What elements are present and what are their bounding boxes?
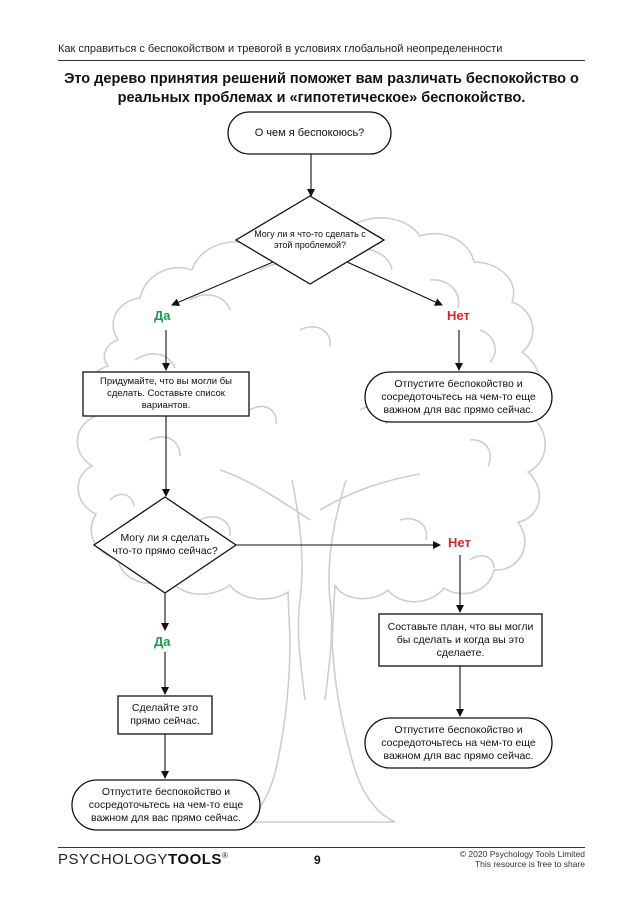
start-node-shape bbox=[227, 111, 392, 155]
do-now-box: Сделайте это прямо сейчас. bbox=[130, 702, 200, 727]
header-divider bbox=[58, 60, 585, 61]
title-line-1: Это дерево принятия решений поможет вам … bbox=[64, 71, 579, 87]
do-now-box-shape bbox=[117, 695, 213, 735]
idea-box-shape bbox=[82, 371, 250, 417]
yes-label-2: Да bbox=[154, 634, 171, 649]
letgo-3-shape bbox=[364, 717, 553, 769]
question-2: Могу ли я сделать что-то прямо сейчас? bbox=[112, 532, 218, 557]
plan-box: Составьте план, что вы могли бы сделать … bbox=[387, 620, 534, 659]
brand-logo-mark: ® bbox=[221, 851, 229, 860]
letgo-2-shape bbox=[71, 779, 261, 831]
letgo-2: Отпустите беспокойство и сосредоточьтесь… bbox=[88, 785, 244, 824]
no-label-2: Нет bbox=[448, 535, 471, 550]
letgo-3: Отпустите беспокойство и сосредоточьтесь… bbox=[381, 723, 536, 762]
start-node: О чем я беспокоюсь? bbox=[254, 126, 365, 139]
yes-label-1: Да bbox=[154, 308, 171, 323]
footer-divider bbox=[58, 847, 585, 848]
brand-logo-left: PSYCHOLOGY bbox=[58, 851, 169, 868]
title-line-2: реальных проблемах и «гипотетическое» бе… bbox=[117, 90, 526, 106]
letgo-1-shape bbox=[364, 371, 553, 423]
plan-box-shape bbox=[378, 613, 543, 667]
brand-logo-right: TOOLS bbox=[168, 851, 222, 868]
question-1: Могу ли я что-то сделать с этой проблемо… bbox=[254, 229, 366, 250]
copyright-line-2: This resource is free to share bbox=[474, 859, 585, 869]
brand-logo: PSYCHOLOGYTOOLS® bbox=[58, 851, 228, 868]
copyright-line-1: © 2020 Psychology Tools Limited bbox=[459, 849, 585, 859]
page-number: 9 bbox=[314, 853, 321, 867]
document-header: Как справиться с беспокойством и тревого… bbox=[58, 43, 503, 55]
letgo-1: Отпустите беспокойство и сосредоточьтесь… bbox=[381, 377, 536, 416]
no-label-1: Нет bbox=[447, 308, 470, 323]
idea-box: Придумайте, что вы могли бы сделать. Сос… bbox=[100, 376, 232, 411]
copyright: © 2020 Psychology Tools Limited This res… bbox=[440, 849, 585, 869]
page-title: Это дерево принятия решений поможет вам … bbox=[58, 70, 585, 108]
